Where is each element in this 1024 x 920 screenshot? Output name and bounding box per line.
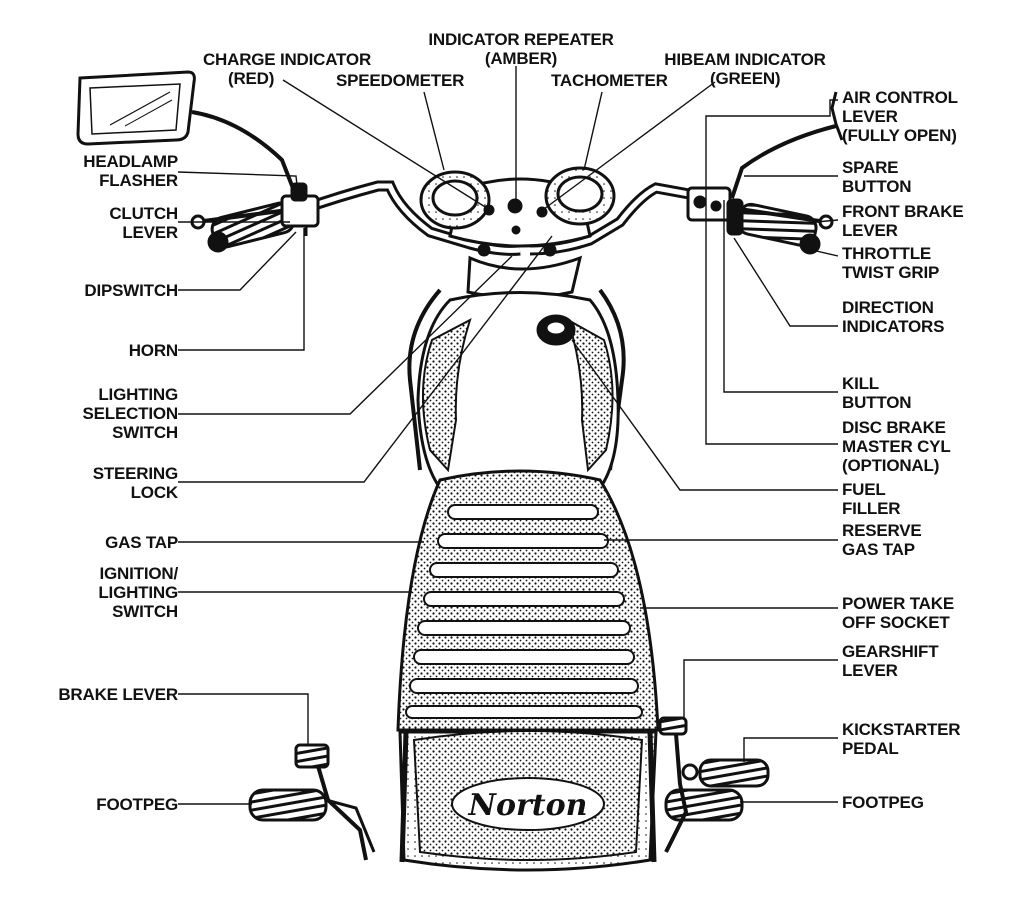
- label-line: SPARE: [842, 158, 899, 177]
- label-line: INDICATORS: [842, 317, 945, 336]
- label-line: SWITCH: [112, 423, 178, 442]
- label-brake-lever: BRAKE LEVER: [58, 685, 178, 704]
- label-disc-brake-master-cyl: DISC BRAKE MASTER CYL (OPTIONAL): [842, 418, 951, 475]
- label-line: LIGHTING: [98, 583, 178, 602]
- label-clutch-lever: CLUTCH LEVER: [109, 204, 178, 242]
- label-line: LEVER: [842, 661, 898, 680]
- label-line: PEDAL: [842, 739, 899, 758]
- fork-headstock: [407, 255, 626, 471]
- label-line: INDICATOR REPEATER: [428, 30, 614, 49]
- label-line: IGNITION/: [99, 564, 179, 583]
- label-reserve-gas-tap: RESERVE GAS TAP: [842, 521, 922, 559]
- label-line: STEERING: [92, 464, 179, 483]
- label-line: SELECTION: [82, 404, 179, 423]
- label-line: GAS TAP: [842, 540, 915, 559]
- label-lighting-selection-switch: LIGHTING SELECTION SWITCH: [83, 385, 179, 442]
- label-air-control-lever: AIR CONTROL LEVER (FULLY OPEN): [842, 88, 958, 145]
- label-spare-button: SPARE BUTTON: [842, 158, 912, 196]
- label-line: HEADLAMP: [83, 152, 178, 171]
- rear-mudguard: [398, 730, 658, 872]
- leader-lines: [177, 66, 839, 805]
- norton-logo: Norton: [468, 788, 588, 823]
- label-line: OFF SOCKET: [842, 613, 950, 632]
- label-line: (GREEN): [710, 69, 781, 88]
- label-line: LOCK: [130, 483, 179, 502]
- fuel-tank: [416, 291, 620, 490]
- label-indicator-repeater: INDICATOR REPEATER (AMBER): [408, 30, 634, 68]
- label-ignition-lighting-switch: IGNITION/ LIGHTING SWITCH: [98, 564, 178, 621]
- label-footpeg-right: FOOTPEG: [842, 793, 924, 812]
- label-line: DIPSWITCH: [84, 281, 178, 300]
- label-line: KILL: [842, 374, 879, 393]
- label-line: LEVER: [122, 223, 178, 242]
- label-charge-indicator: CHARGE INDICATOR (RED): [184, 50, 390, 88]
- left-handlebar: [190, 180, 521, 256]
- label-throttle-twist-grip: THROTTLE TWIST GRIP: [842, 244, 939, 282]
- label-line: FLASHER: [99, 171, 178, 190]
- label-power-take-off-socket: POWER TAKE OFF SOCKET: [842, 594, 954, 632]
- label-gearshift-lever: GEARSHIFT LEVER: [842, 642, 939, 680]
- label-footpeg-left: FOOTPEG: [96, 795, 178, 814]
- label-line: POWER TAKE: [842, 594, 954, 613]
- label-fuel-filler: FUEL FILLER: [842, 480, 900, 518]
- right-footpeg-assembly: [658, 716, 770, 853]
- label-steering-lock: STEERING LOCK: [92, 464, 179, 502]
- label-line: FOOTPEG: [842, 793, 924, 812]
- label-line: HORN: [128, 341, 178, 360]
- left-footpeg-assembly: [248, 743, 376, 861]
- label-line: AIR CONTROL: [842, 88, 958, 107]
- label-line: SPEEDOMETER: [336, 71, 465, 90]
- label-kickstarter-pedal: KICKSTARTER PEDAL: [842, 720, 961, 758]
- label-front-brake-lever: FRONT BRAKE LEVER: [842, 202, 964, 240]
- label-line: TWIST GRIP: [842, 263, 940, 282]
- label-line: BUTTON: [842, 177, 912, 196]
- label-headlamp-flasher: HEADLAMP FLASHER: [83, 152, 178, 190]
- label-line: FRONT BRAKE: [842, 202, 964, 221]
- label-speedometer: SPEEDOMETER: [336, 71, 464, 90]
- label-line: KICKSTARTER: [842, 720, 961, 739]
- label-line: FUEL: [842, 480, 886, 499]
- label-hibeam-indicator: HIBEAM INDICATOR (GREEN): [646, 50, 844, 88]
- label-line: (AMBER): [484, 49, 558, 68]
- label-line: DIRECTION: [842, 298, 934, 317]
- label-kill-button: KILL BUTTON: [842, 374, 912, 412]
- label-line: BUTTON: [842, 393, 912, 412]
- label-direction-indicators: DIRECTION INDICATORS: [842, 298, 944, 336]
- label-line: GEARSHIFT: [842, 642, 939, 661]
- label-tachometer: TACHOMETER: [551, 71, 668, 90]
- label-line: GAS TAP: [105, 533, 178, 552]
- label-line: (OPTIONAL): [842, 456, 940, 475]
- label-line: LIGHTING: [98, 385, 178, 404]
- label-line: CLUTCH: [109, 204, 178, 223]
- label-line: CHARGE INDICATOR: [202, 50, 372, 69]
- instrument-cluster: [419, 166, 616, 257]
- label-line: LEVER: [842, 107, 898, 126]
- label-line: (RED): [228, 69, 275, 88]
- label-gas-tap: GAS TAP: [105, 533, 178, 552]
- label-line: THROTTLE: [842, 244, 932, 263]
- label-line: SWITCH: [112, 602, 178, 621]
- label-line: HIBEAM INDICATOR: [664, 50, 826, 69]
- label-line: (FULLY OPEN): [842, 126, 957, 145]
- label-horn: HORN: [129, 341, 178, 360]
- label-line: FOOTPEG: [96, 795, 178, 814]
- label-line: MASTER CYL: [842, 437, 951, 456]
- mirror: [76, 70, 844, 199]
- label-line: FILLER: [842, 499, 901, 518]
- label-line: LEVER: [842, 221, 898, 240]
- label-line: RESERVE: [842, 521, 922, 540]
- label-line: DISC BRAKE: [842, 418, 946, 437]
- label-line: BRAKE LEVER: [58, 685, 178, 704]
- seat: [396, 469, 660, 732]
- label-line: TACHOMETER: [551, 71, 668, 90]
- label-dipswitch: DIPSWITCH: [84, 281, 178, 300]
